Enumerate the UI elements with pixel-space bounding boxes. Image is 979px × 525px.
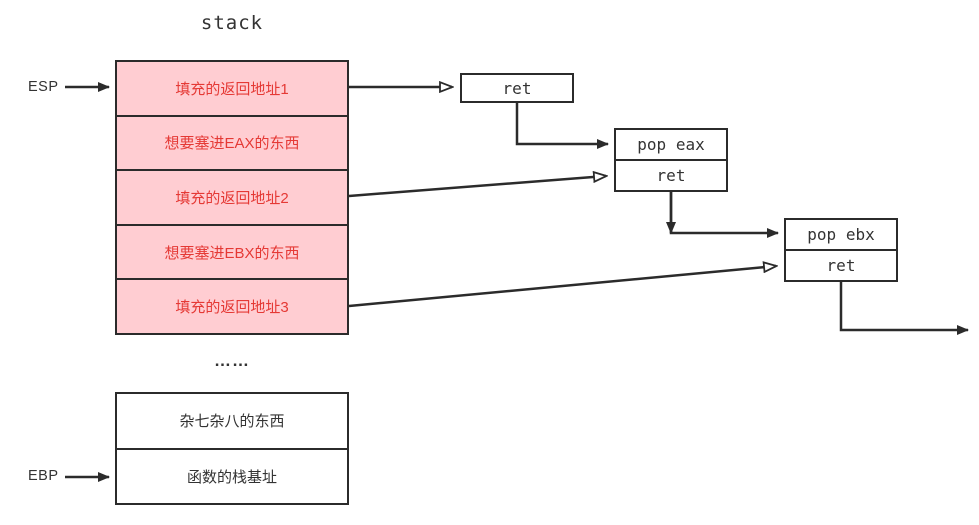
stack-box: 填充的返回地址1 想要塞进EAX的东西 填充的返回地址2 想要塞进EBX的东西 … xyxy=(115,60,349,335)
stack-cell-return-addr-2: 填充的返回地址2 xyxy=(117,169,347,224)
arrow-addr3-to-pop-ebx-ret xyxy=(348,266,776,308)
arrow-ret-to-pop-eax xyxy=(515,103,609,149)
stack-title: stack xyxy=(200,12,264,34)
gadget-pop-ebx-instruction: pop ebx xyxy=(807,225,875,244)
arrow-pop-ebx-out xyxy=(839,282,969,335)
stack-cell-frame-base: 函数的栈基址 xyxy=(117,447,347,504)
stack-cell-eax-value: 想要塞进EAX的东西 xyxy=(117,114,347,170)
arrow-addr2-to-pop-eax-ret xyxy=(348,176,606,198)
stack-cell-return-addr-3: 填充的返回地址3 xyxy=(117,278,347,333)
stack-cell-return-addr-1: 填充的返回地址1 xyxy=(175,80,289,98)
stack-cell-ebx-value: 想要塞进EBX的东西 xyxy=(117,223,347,279)
stack-cell-misc: 杂七杂八的东西 xyxy=(179,413,285,431)
gadget-pop-eax-box: pop eax ret xyxy=(614,128,728,192)
gadget-pop-ebx-ret-instruction: ret xyxy=(786,249,896,280)
gadget-pop-ebx-box: pop ebx ret xyxy=(784,218,898,282)
stack-ellipsis: …… xyxy=(214,351,250,370)
stack-bottom-box: 杂七杂八的东西 函数的栈基址 xyxy=(115,392,349,505)
esp-register-label: ESP xyxy=(28,79,59,95)
gadget-ret-box: ret xyxy=(460,73,574,103)
gadget-pop-eax-instruction: pop eax xyxy=(637,135,705,154)
gadget-ret-instruction: ret xyxy=(502,78,532,98)
ebp-register-label: EBP xyxy=(28,468,59,484)
arrow-pop-eax-to-pop-ebx2 xyxy=(669,192,779,238)
gadget-pop-eax-ret-instruction: ret xyxy=(616,159,726,190)
